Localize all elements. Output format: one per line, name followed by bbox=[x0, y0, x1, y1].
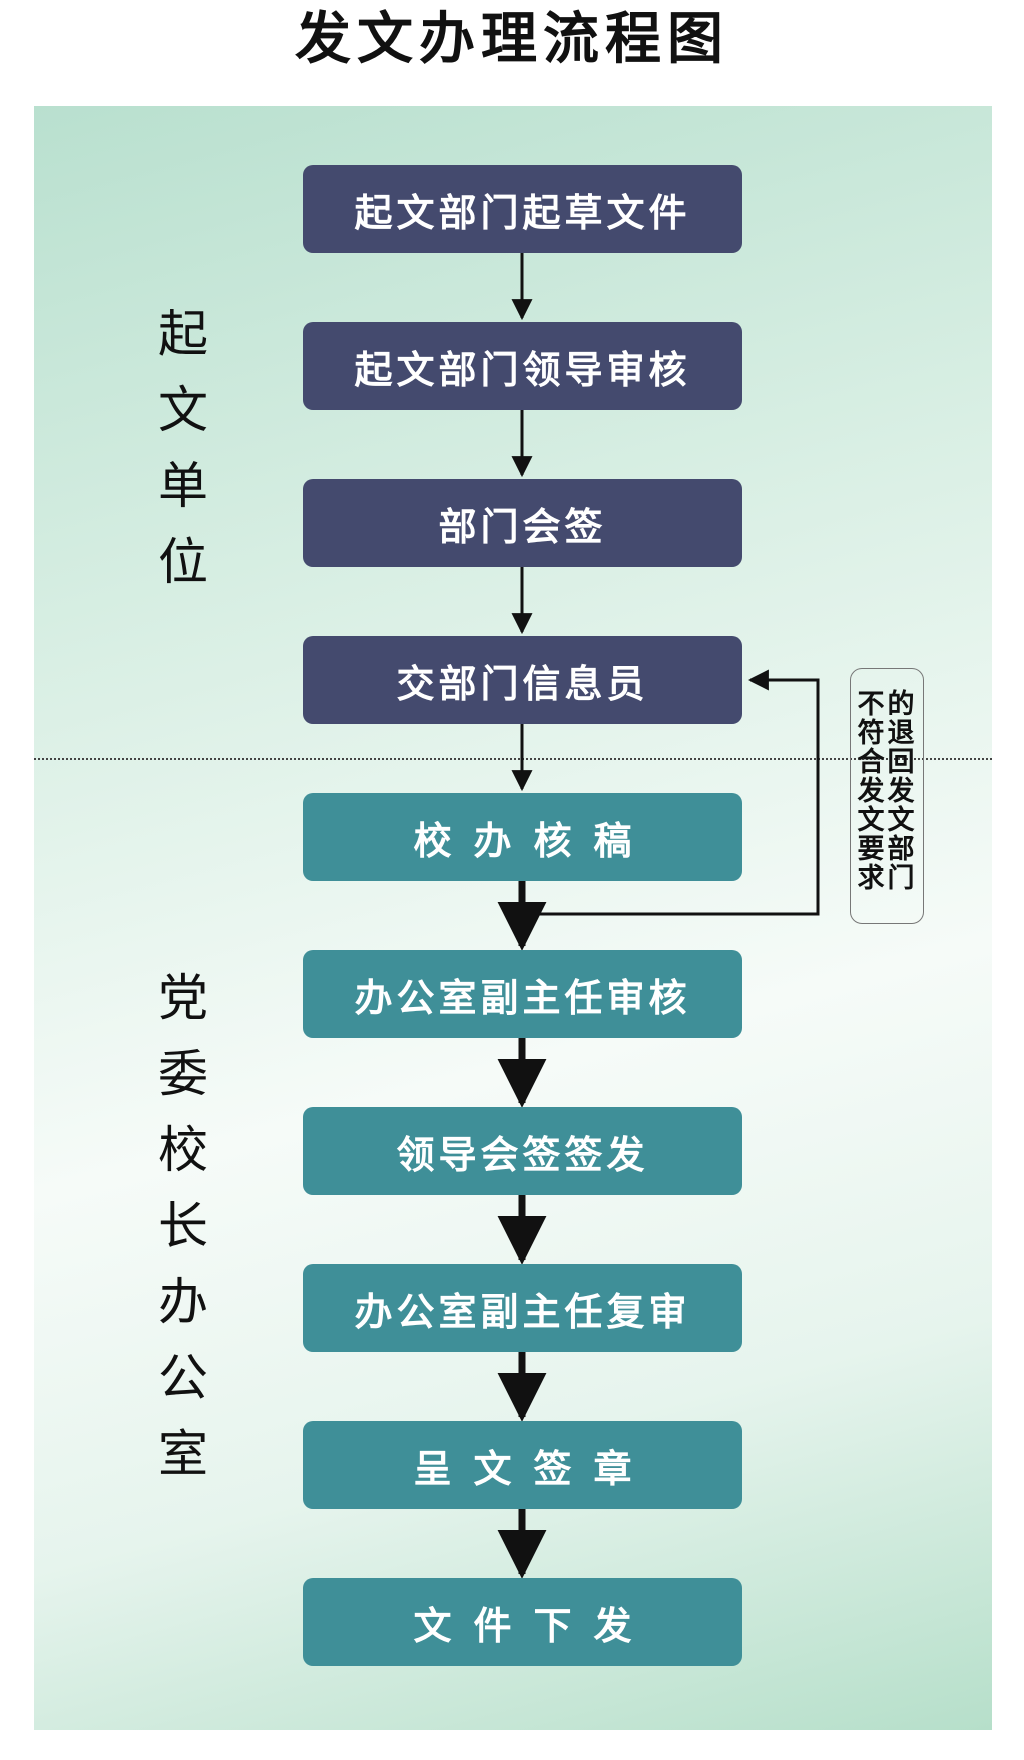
step-dept-countersign: 部门会签 bbox=[303, 479, 742, 567]
step-submit-info-officer: 交部门信息员 bbox=[303, 636, 742, 724]
step-draft-document: 起文部门起草文件 bbox=[303, 165, 742, 253]
step-deputy-director-review: 办公室副主任审核 bbox=[303, 950, 742, 1038]
page-title: 发文办理流程图 bbox=[295, 6, 729, 72]
step-leader-countersign-issue: 领导会签签发 bbox=[303, 1107, 742, 1195]
return-note-right-column: 的退回发文部门 bbox=[887, 689, 915, 894]
lane-divider bbox=[34, 758, 992, 760]
step-dept-leader-review: 起文部门领导审核 bbox=[303, 322, 742, 410]
step-deputy-director-recheck: 办公室副主任复审 bbox=[303, 1264, 742, 1352]
lane-label-party-president-office: 党委校长办公室 bbox=[158, 969, 208, 1483]
return-note-left-column: 不符合发文要求 bbox=[857, 689, 885, 894]
return-note-box bbox=[850, 668, 924, 924]
step-office-check-draft: 校办核稿 bbox=[303, 793, 742, 881]
lane-label-originating-unit: 起文单位 bbox=[158, 305, 208, 591]
return-arrow bbox=[522, 669, 820, 916]
step-submit-for-seal: 呈文签章 bbox=[303, 1421, 742, 1509]
step-issue-document: 文件下发 bbox=[303, 1578, 742, 1666]
